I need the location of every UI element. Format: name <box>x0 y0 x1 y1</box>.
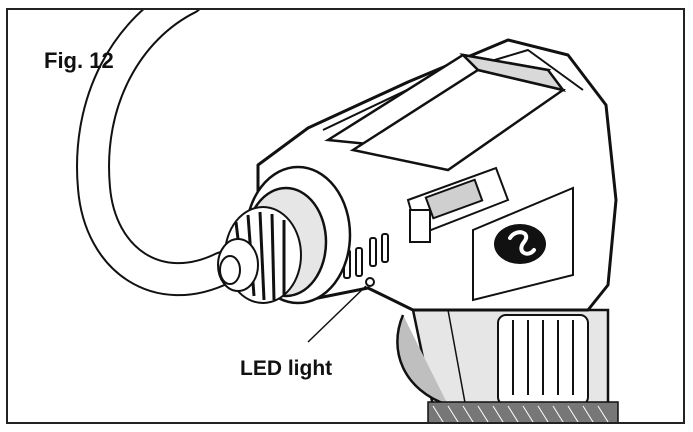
hose-fitting <box>217 206 302 304</box>
air-hose <box>76 10 240 296</box>
logo-panel <box>472 186 574 302</box>
knurled-base <box>427 401 619 422</box>
led-leader-line <box>307 285 367 343</box>
tool-illustration <box>76 10 619 422</box>
figure-frame: Fig. 12 LED light <box>6 8 685 424</box>
led-light-indicator <box>365 277 375 287</box>
led-light-callout: LED light <box>240 357 333 380</box>
grip-ribs <box>497 314 589 406</box>
s-swoosh-logo-icon <box>494 224 546 264</box>
gauge-window <box>406 166 510 243</box>
figure-label: Fig. 12 <box>44 48 114 73</box>
top-ridge <box>324 53 567 172</box>
